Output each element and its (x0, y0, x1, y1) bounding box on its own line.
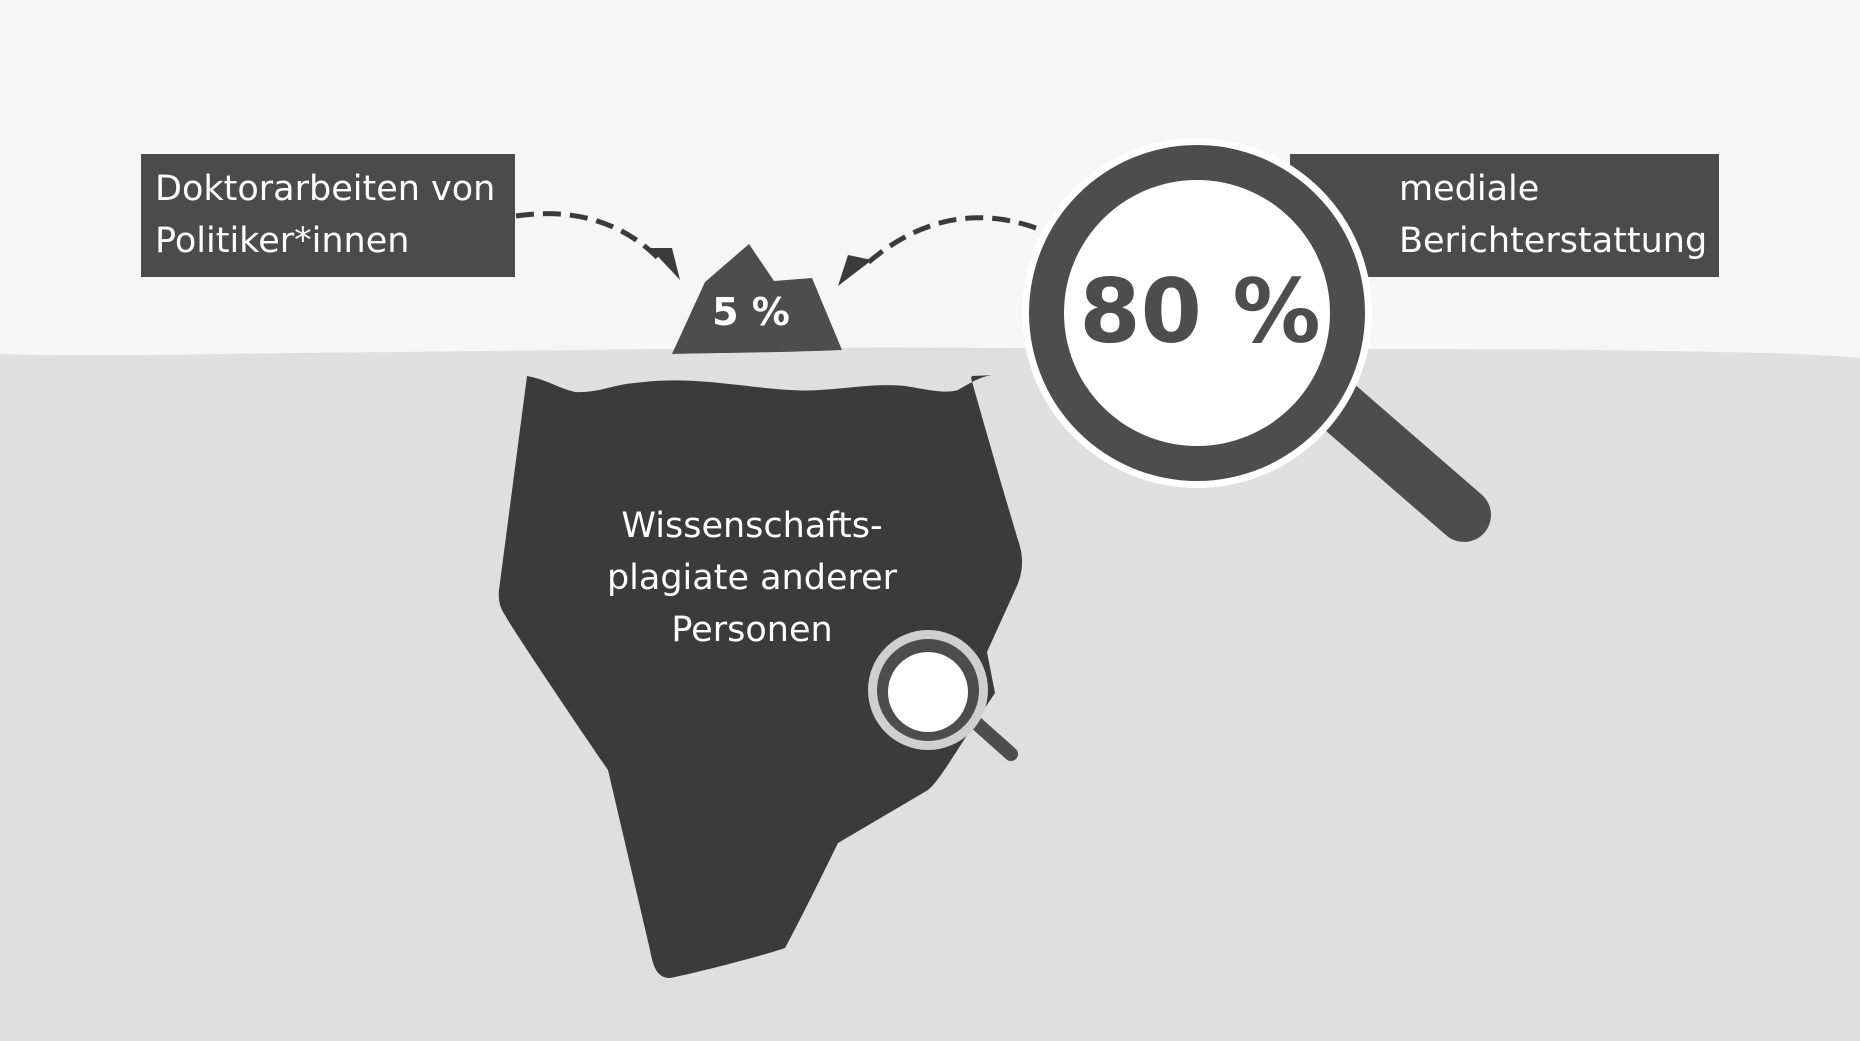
small-magnifier-lens (888, 652, 968, 732)
callout-media: mediale Berichterstattung (1290, 154, 1719, 277)
callout-politicians-line1: Doktorarbeiten von (155, 163, 515, 215)
underwater-label-line1: Wissenschafts- (552, 500, 952, 552)
underwater-label-line3: Personen (552, 604, 952, 656)
media-percentage: 80 % (1050, 252, 1350, 372)
underwater-label: Wissenschafts- plagiate anderer Personen (552, 500, 952, 656)
callout-media-line2: Berichterstattung (1399, 215, 1719, 267)
callout-politicians: Doktorarbeiten von Politiker*innen (141, 154, 515, 277)
callout-media-line1: mediale (1399, 163, 1719, 215)
callout-politicians-line2: Politiker*innen (155, 215, 515, 267)
underwater-label-line2: plagiate anderer (552, 552, 952, 604)
tip-percentage: 5 % (676, 286, 826, 338)
